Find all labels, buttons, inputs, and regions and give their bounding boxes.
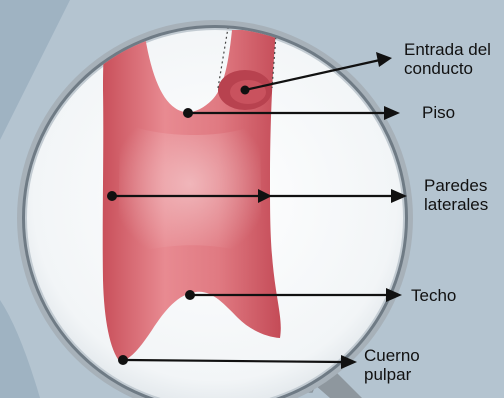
label-cuerno-pulpar: Cuerno pulpar bbox=[364, 346, 420, 384]
label-entrada-line1: Entrada del bbox=[404, 40, 491, 59]
label-paredes-line2: laterales bbox=[424, 195, 488, 214]
label-techo: Techo bbox=[411, 286, 456, 305]
label-techo-text: Techo bbox=[411, 286, 456, 305]
label-entrada-line2: conducto bbox=[404, 59, 491, 78]
label-paredes-line1: Paredes bbox=[424, 176, 488, 195]
label-piso: Piso bbox=[422, 103, 455, 122]
label-piso-text: Piso bbox=[422, 103, 455, 122]
label-cuerno-line2: pulpar bbox=[364, 365, 420, 384]
label-paredes-laterales: Paredes laterales bbox=[424, 176, 488, 214]
label-entrada-del-conducto: Entrada del conducto bbox=[404, 40, 491, 78]
label-cuerno-line1: Cuerno bbox=[364, 346, 420, 365]
